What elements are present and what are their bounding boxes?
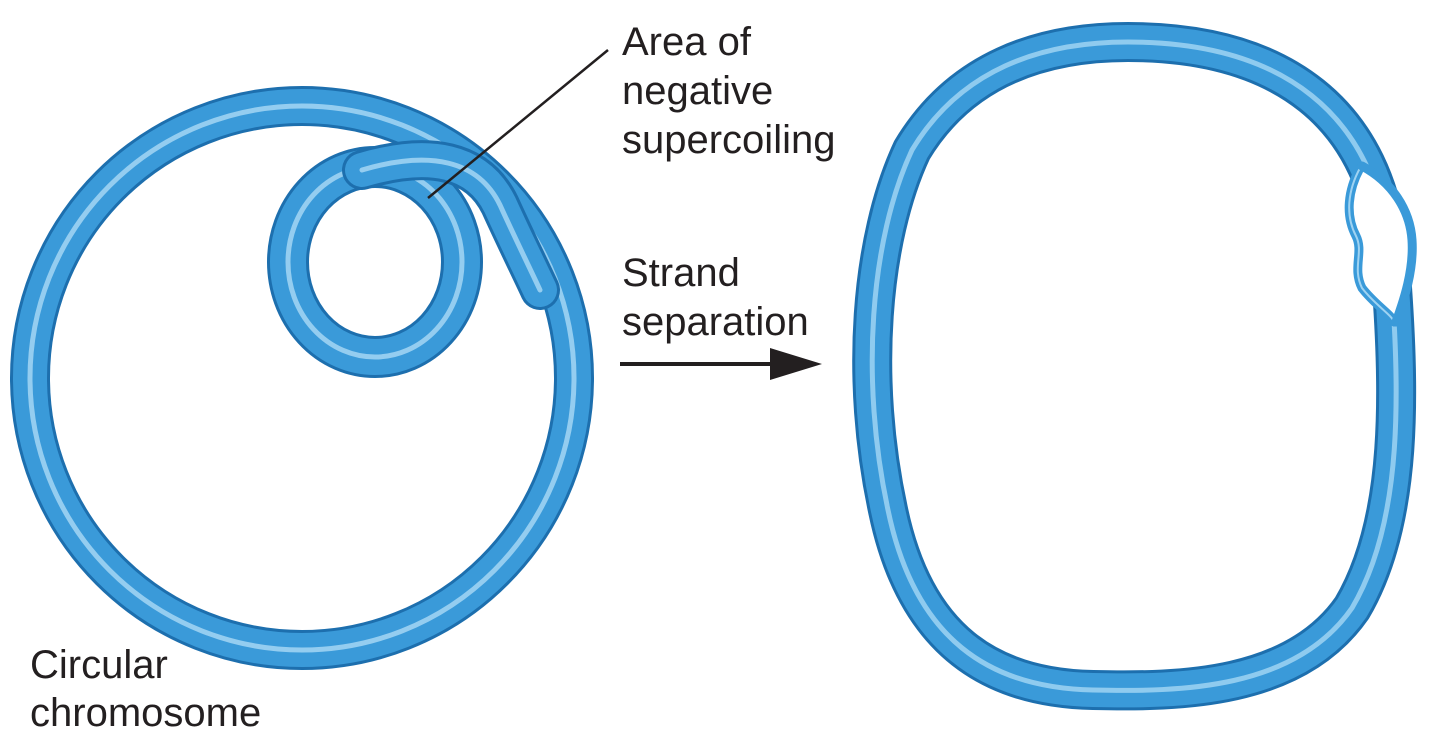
supercoiled-chromosome bbox=[10, 86, 594, 670]
supercoil-label: Area of negative supercoiling bbox=[622, 20, 835, 162]
relaxed-main-loop bbox=[852, 21, 1417, 711]
chromosome-label-line1: Circular bbox=[30, 643, 168, 687]
chromosome-label: Circular chromosome bbox=[30, 643, 261, 735]
supercoil-leader-line bbox=[427, 49, 609, 199]
supercoil-loop bbox=[267, 146, 483, 378]
chromosome-main-loop bbox=[10, 86, 594, 670]
supercoil-label-line3: supercoiling bbox=[622, 118, 835, 162]
process-label-line1: Strand bbox=[622, 251, 740, 295]
strand-separation-bubble bbox=[1344, 161, 1417, 327]
supercoil-crossover bbox=[342, 140, 560, 310]
supercoil-label-line1: Area of bbox=[622, 20, 752, 64]
process-arrow bbox=[620, 348, 822, 380]
chromosome-label-line2: chromosome bbox=[30, 691, 261, 735]
process-label: Strand separation bbox=[622, 251, 809, 344]
relaxed-chromosome bbox=[852, 21, 1417, 711]
supercoil-label-line2: negative bbox=[622, 69, 773, 113]
process-label-line2: separation bbox=[622, 300, 809, 344]
